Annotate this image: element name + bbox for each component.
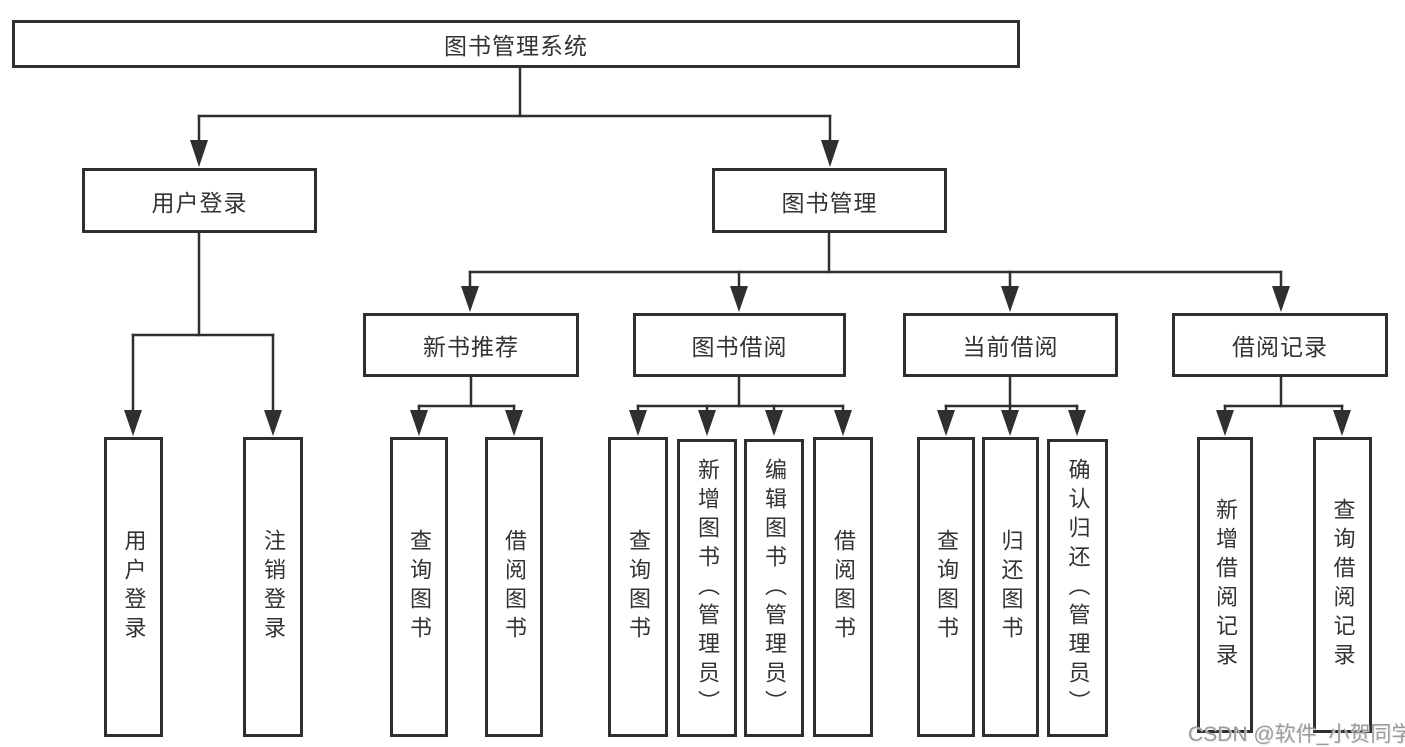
leaf-borrow-borrow-books: 借阅图书 [813,437,873,737]
edge-userlogin-to-leaves [124,231,282,436]
edge-borrowrecords-to-leaves [1216,375,1351,436]
leaf-current-confirm-return-admin: 确认归还（管理员） [1047,439,1108,737]
edge-bookborrow-to-leaves [629,375,852,436]
leaf-current-return-books-label: 归还图书 [998,529,1024,645]
leaf-newbook-borrow-books: 借阅图书 [485,437,543,737]
leaf-borrow-edit-books-admin: 编辑图书（管理员） [744,439,804,737]
node-user-login: 用户登录 [82,168,317,233]
leaf-current-return-books: 归还图书 [982,437,1039,737]
leaf-records-add-record: 新增借阅记录 [1197,437,1253,733]
node-book-management-label: 图书管理 [781,189,878,216]
node-root-system: 图书管理系统 [12,20,1020,68]
node-book-management: 图书管理 [712,168,947,233]
leaf-borrow-borrow-books-label: 借阅图书 [831,529,856,645]
leaf-records-query-record: 查询借阅记录 [1313,437,1372,733]
node-borrow-records-label: 借阅记录 [1232,334,1328,360]
leaf-borrow-query-books: 查询图书 [608,437,668,737]
node-root-system-label: 图书管理系统 [444,33,588,59]
leaf-borrow-query-books-label: 查询图书 [626,529,651,645]
edge-newbook-to-leaves [410,375,523,436]
leaf-current-confirm-return-admin-label: 确认归还（管理员） [1065,457,1091,719]
leaf-current-query-books: 查询图书 [917,437,975,737]
leaf-records-query-record-label: 查询借阅记录 [1330,498,1356,672]
edge-root-to-level2 [190,66,839,167]
leaf-user-login: 用户登录 [104,437,163,737]
csdn-watermark: CSDN @软件_小贺同学 [1188,723,1405,746]
node-new-book-recommend-label: 新书推荐 [423,334,519,360]
node-new-book-recommend: 新书推荐 [363,313,579,377]
node-book-borrow: 图书借阅 [633,313,846,377]
node-book-borrow-label: 图书借阅 [691,334,788,360]
node-current-borrow: 当前借阅 [903,313,1118,377]
leaf-records-add-record-label: 新增借阅记录 [1213,498,1238,672]
edge-bookmgmt-to-level3 [461,231,1290,312]
leaf-user-login-label: 用户登录 [121,529,147,645]
leaf-borrow-add-books-admin: 新增图书（管理员） [677,439,737,737]
node-borrow-records: 借阅记录 [1172,313,1388,377]
leaf-logout-login-label: 注销登录 [261,529,286,645]
node-current-borrow-label: 当前借阅 [962,334,1059,360]
leaf-borrow-add-books-admin-label: 新增图书（管理员） [695,457,720,719]
node-user-login-label: 用户登录 [151,189,248,216]
leaf-newbook-query-books: 查询图书 [390,437,448,737]
leaf-borrow-edit-books-admin-label: 编辑图书（管理员） [762,457,787,719]
edge-currentborrow-to-leaves [937,375,1086,436]
leaf-newbook-query-books-label: 查询图书 [407,529,432,645]
leaf-logout-login: 注销登录 [243,437,303,737]
leaf-current-query-books-label: 查询图书 [934,529,959,645]
leaf-newbook-borrow-books-label: 借阅图书 [502,529,527,645]
